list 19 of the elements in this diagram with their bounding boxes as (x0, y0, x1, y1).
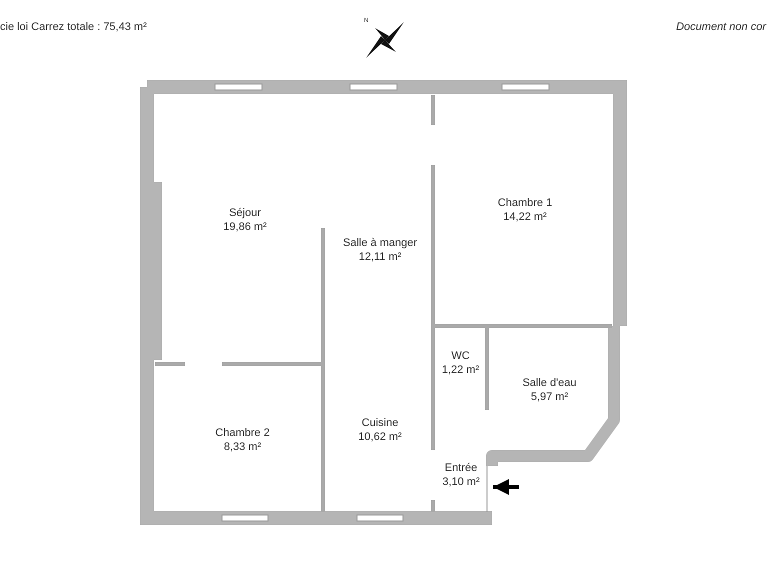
room-name: Chambre 1 (498, 196, 552, 210)
room-name: Cuisine (362, 416, 398, 430)
entrance-arrow (493, 479, 519, 495)
room-area-label: 5,97 m² (530, 390, 568, 404)
room-area-label: 14,22 m² (503, 210, 547, 224)
room-name: Salle à manger (343, 236, 417, 250)
room-area-label: 3,10 m² (442, 475, 480, 489)
room-area-label: 10,62 m² (358, 430, 402, 444)
room-area-label: 1,22 m² (442, 362, 480, 376)
disclaimer-note: Document non cor (676, 21, 766, 33)
room-name: Chambre 2 (215, 426, 270, 440)
room-name: Entrée (444, 461, 478, 475)
room-area-label: 8,33 m² (224, 440, 262, 454)
room-name: WC (451, 348, 470, 362)
room-area-label: 19,86 m² (223, 220, 267, 234)
room-area-label: 12,11 m² (358, 250, 402, 264)
surface-total-label: cie loi Carrez totale : 75,43 m² (0, 21, 147, 33)
room-name: Séjour (229, 206, 261, 220)
room-name: Salle d'eau (522, 376, 577, 390)
